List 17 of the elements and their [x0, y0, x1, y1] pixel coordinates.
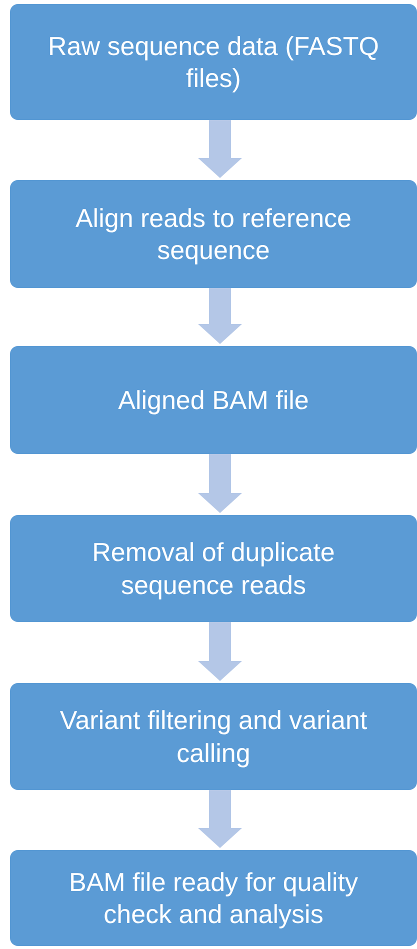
step-label: Removal of duplicate sequence reads: [91, 536, 336, 601]
step-label: Aligned BAM file: [118, 384, 309, 416]
block-arrow: [198, 288, 242, 344]
process-box: [10, 850, 417, 946]
process-box: [10, 515, 417, 622]
block-arrow: [198, 622, 242, 681]
block-arrow: [198, 790, 242, 848]
process-box: [10, 4, 417, 120]
process-box: [10, 683, 417, 790]
step-label: Raw sequence data (FASTQ files): [47, 30, 380, 94]
step-label: BAM file ready for quality check and analysis: [68, 866, 359, 930]
step-label: Align reads to reference sequence: [74, 202, 353, 266]
block-arrow: [198, 454, 242, 513]
step-label: Variant filtering and variant calling: [58, 704, 368, 769]
process-box: [10, 180, 417, 288]
process-box: [10, 346, 417, 454]
block-arrow: [198, 120, 242, 178]
